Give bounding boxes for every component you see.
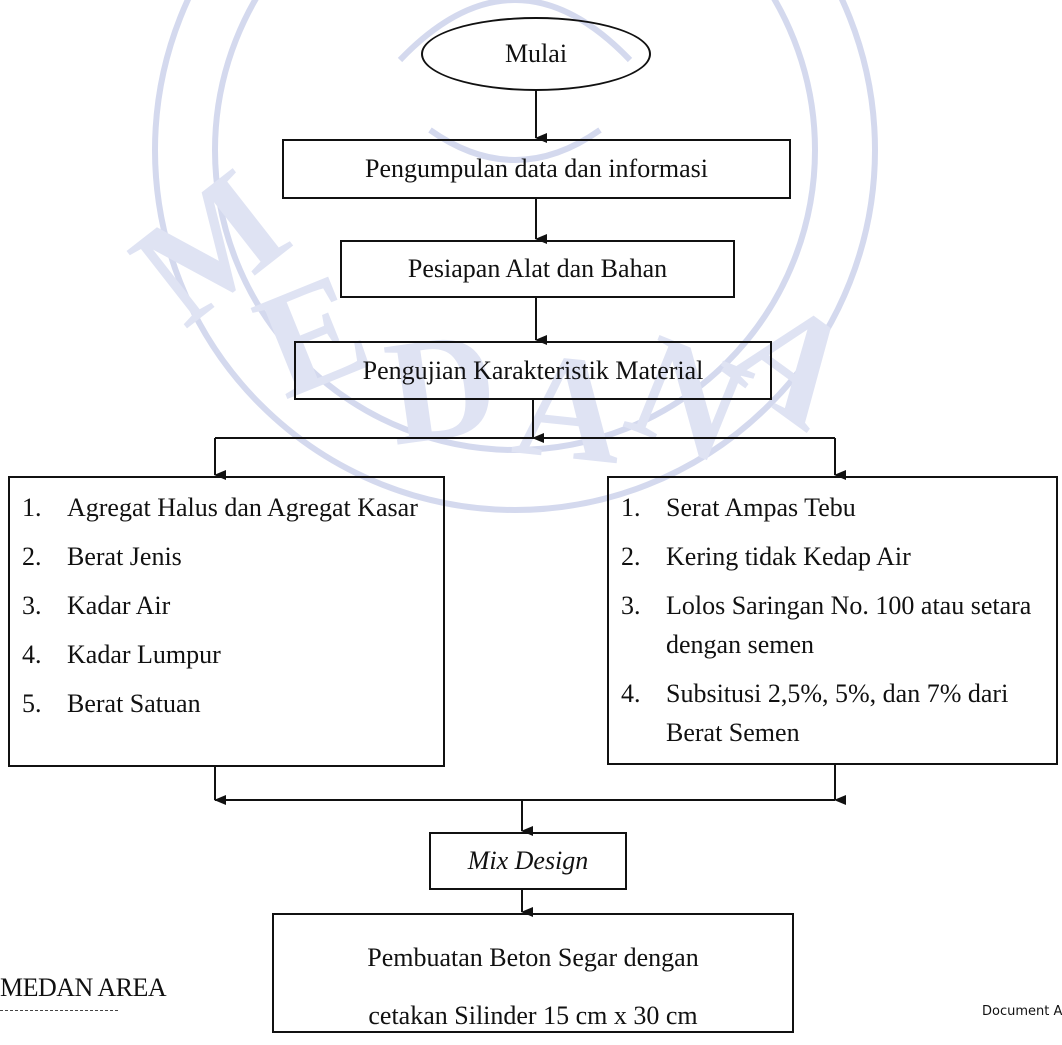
aggregate-item: 3.Kadar Air bbox=[22, 591, 171, 620]
step-data-collection: Pengumpulan data dan informasi bbox=[282, 139, 791, 199]
fiber-item: 4.Subsitusi 2,5%, 5%, dan 7% dari Berat … bbox=[621, 679, 1009, 747]
footer-document-note: Document Accep bbox=[982, 1004, 1062, 1019]
step-mix-design: Mix Design bbox=[429, 832, 627, 890]
step-concrete-making-line2: cetakan Silinder 15 cm x 30 cm bbox=[368, 1001, 698, 1030]
aggregate-tests-box: 1.Agregat Halus dan Agregat Kasar 2.Bera… bbox=[8, 476, 445, 767]
footer-divider bbox=[0, 1010, 118, 1011]
step-material-testing: Pengujian Karakteristik Material bbox=[294, 341, 772, 400]
step-data-collection-label: Pengumpulan data dan informasi bbox=[365, 154, 708, 183]
fiber-item: 2.Kering tidak Kedap Air bbox=[621, 542, 911, 571]
start-terminal: Mulai bbox=[421, 17, 651, 91]
fiber-tests-box: 1.Serat Ampas Tebu 2.Kering tidak Kedap … bbox=[607, 476, 1058, 765]
aggregate-item: 1.Agregat Halus dan Agregat Kasar bbox=[22, 493, 418, 522]
aggregate-item: 2.Berat Jenis bbox=[22, 542, 182, 571]
footer-university-name: MEDAN AREA bbox=[0, 973, 167, 1002]
aggregate-item: 5.Berat Satuan bbox=[22, 689, 201, 718]
start-label: Mulai bbox=[504, 39, 568, 68]
fiber-item: 1.Serat Ampas Tebu bbox=[621, 493, 856, 522]
step-material-testing-label: Pengujian Karakteristik Material bbox=[362, 355, 704, 385]
step-preparation-label: Pesiapan Alat dan Bahan bbox=[407, 254, 668, 283]
step-mix-design-label: Mix Design bbox=[467, 846, 589, 875]
fiber-item: 3.Lolos Saringan No. 100 atau setara den… bbox=[621, 591, 1032, 659]
step-concrete-making: Pembuatan Beton Segar dengan cetakan Sil… bbox=[272, 913, 794, 1033]
step-preparation: Pesiapan Alat dan Bahan bbox=[340, 240, 735, 298]
aggregate-item: 4.Kadar Lumpur bbox=[22, 640, 221, 669]
step-concrete-making-line1: Pembuatan Beton Segar dengan bbox=[367, 943, 699, 972]
